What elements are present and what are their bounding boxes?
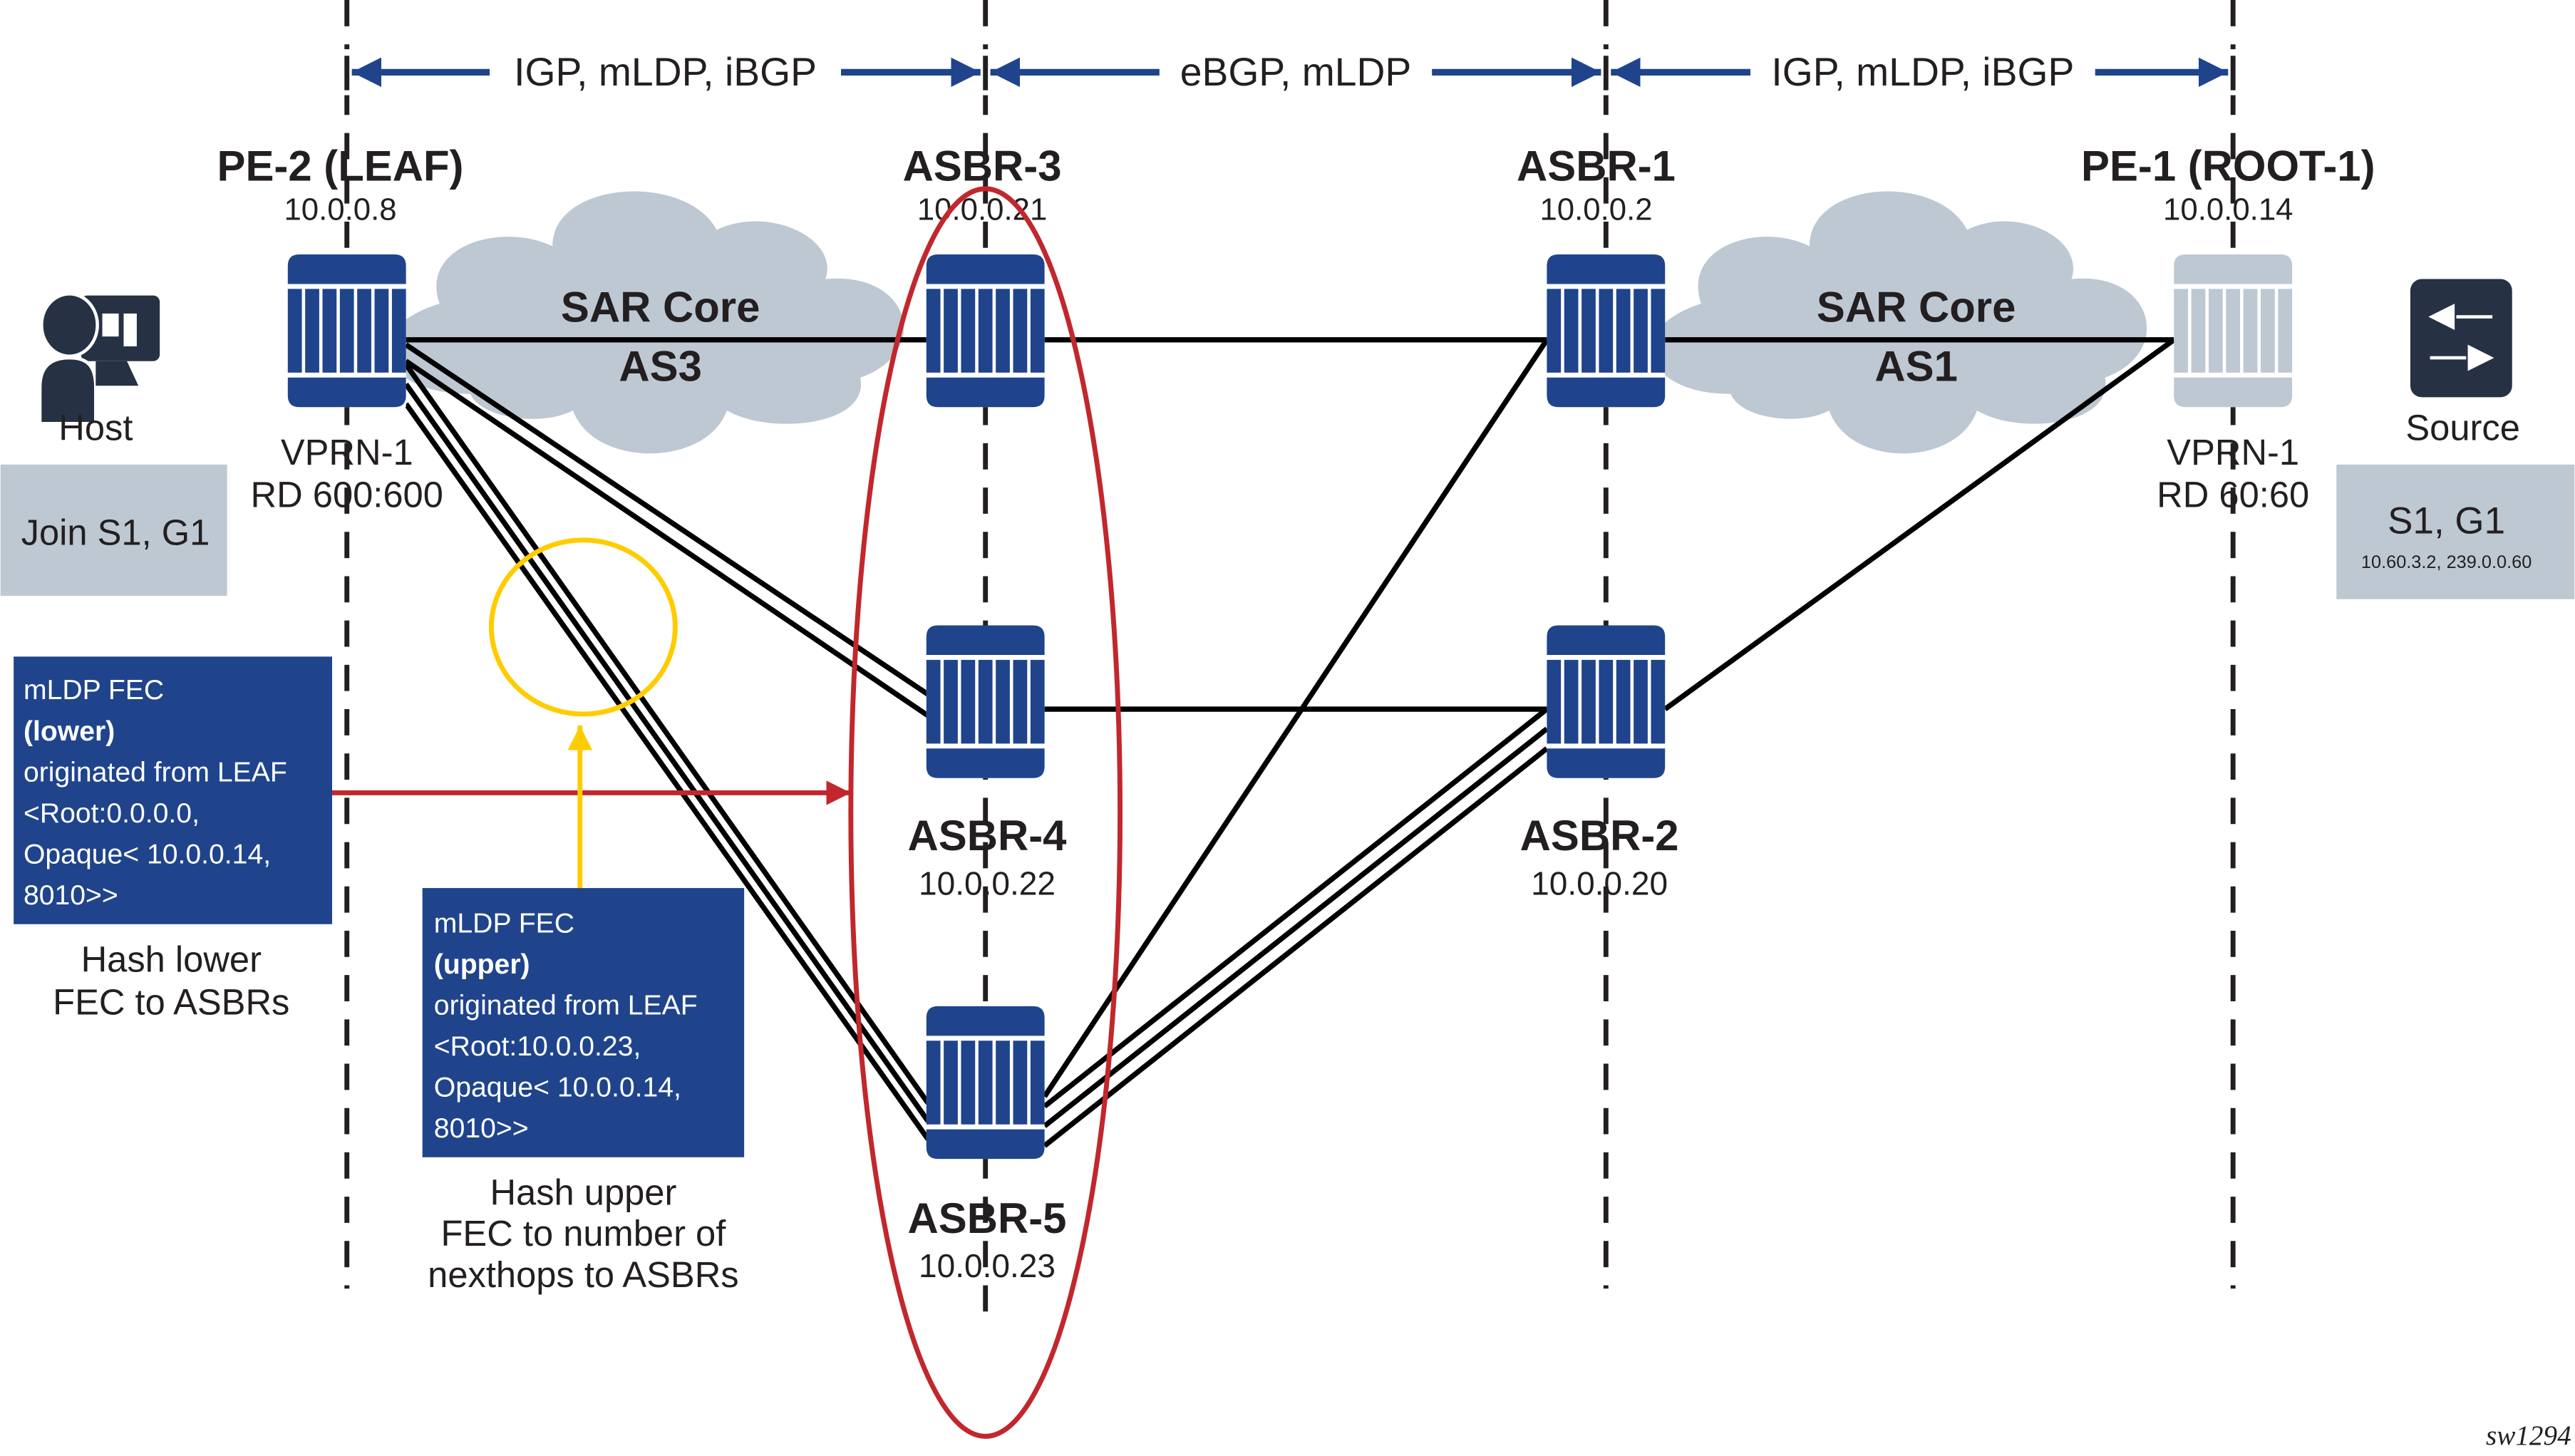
router-icon-asbr1	[1547, 254, 1666, 408]
switch-arrows-icon	[2410, 279, 2512, 398]
fec-lower-caption-1: Hash lower	[81, 939, 262, 980]
fec-upper-line-6: 8010>>	[434, 1113, 529, 1144]
pe2-rd: RD 600:600	[251, 475, 443, 515]
router-icon-asbr2	[1547, 625, 1666, 778]
host-join-box	[0, 464, 227, 597]
fec-upper-line-4: <Root:10.0.0.23,	[434, 1031, 641, 1062]
fec-upper-line-1: mLDP FEC	[434, 908, 574, 939]
fec-lower-box	[14, 656, 332, 924]
asbr-group-highlight	[848, 186, 1123, 1439]
links	[403, 337, 2176, 1148]
fec-upper-line-3: originated from LEAF	[434, 990, 698, 1021]
fec-upper-line-2: (upper)	[434, 949, 530, 980]
host-label: Host	[58, 407, 133, 448]
fec-lower-text: mLDP FEC (lower) originated from LEAF <R…	[24, 675, 287, 911]
source-label: Source	[2405, 407, 2520, 448]
link-pe2-asbr5-b	[403, 382, 931, 1123]
pe1-rd: RD 60:60	[2157, 475, 2309, 515]
fec-lower-caption-2: FEC to ASBRs	[53, 981, 289, 1022]
fec-upper-caption-3: nexthops to ASBRs	[428, 1254, 738, 1295]
router-icon-asbr3	[926, 254, 1045, 408]
fec-lower-line-1: mLDP FEC	[24, 675, 164, 706]
asbr1-name: ASBR-1	[1517, 142, 1676, 190]
fec-upper-caption-2: FEC to number of	[440, 1213, 726, 1254]
fec-upper-text: mLDP FEC (upper) originated from LEAF <R…	[434, 908, 698, 1144]
asbr1-ip: 10.0.0.2	[1539, 192, 1652, 227]
router-icon-pe1	[2174, 254, 2293, 408]
protocol-span-label-3: IGP, mLDP, iBGP	[1771, 50, 2074, 94]
pe1-ip: 10.0.0.14	[2163, 192, 2293, 227]
router-icon-pe2	[287, 254, 406, 408]
protocol-span-label-2: eBGP, mLDP	[1180, 50, 1412, 94]
fec-upper-box	[422, 888, 745, 1157]
asbr4-ip: 10.0.0.22	[919, 864, 1056, 902]
fec-upper-caption-1: Hash upper	[490, 1172, 676, 1213]
router-icon-asbr5	[926, 1006, 1045, 1160]
pe1-vprn: VPRN-1	[2167, 432, 2299, 473]
cloud-as3-as: AS3	[619, 342, 701, 390]
user-computer-icon	[38, 291, 160, 425]
link-pe1-asbr2	[1663, 337, 2176, 711]
pe2-vprn: VPRN-1	[281, 432, 413, 473]
fec-upper-line-5: Opaque< 10.0.0.14,	[434, 1073, 681, 1103]
source-group-title: S1, G1	[2388, 500, 2505, 542]
asbr5-ip: 10.0.0.23	[919, 1247, 1056, 1284]
fec-lower-line-3: originated from LEAF	[24, 757, 287, 788]
asbr5-name: ASBR-5	[908, 1194, 1067, 1242]
link-pe2-asbr4-a	[404, 342, 930, 697]
link-pe2-asbr5-a	[403, 363, 931, 1105]
link-asbr5-asbr2-c	[1043, 746, 1549, 1148]
pe2-name: PE-2 (LEAF)	[217, 142, 464, 190]
link-asbr5-asbr2-b	[1043, 726, 1549, 1128]
source-group-box	[2336, 464, 2575, 599]
cloud-as1-as: AS1	[1874, 342, 1957, 390]
fec-lower-line-5: Opaque< 10.0.0.14,	[24, 840, 271, 870]
link-asbr5-asbr2-a	[1043, 707, 1549, 1109]
link-pe2-asbr5-c	[403, 402, 931, 1141]
fec-lower-line-2: (lower)	[24, 716, 115, 747]
fec-lower-line-4: <Root:0.0.0.0,	[24, 798, 200, 829]
router-icon-asbr4	[926, 625, 1045, 778]
upper-fec-highlight	[488, 537, 678, 717]
asbr2-ip: 10.0.0.20	[1531, 864, 1668, 902]
protocol-spans: IGP, mLDP, iBGP eBGP, mLDP IGP, mLDP, iB…	[0, 49, 2575, 95]
host-join-text: Join S1, G1	[21, 512, 210, 553]
pe1-name: PE-1 (ROOT-1)	[2081, 142, 2375, 190]
fec-lower-line-6: 8010>>	[24, 880, 118, 911]
pe2-ip: 10.0.0.8	[284, 192, 396, 227]
figure-id: sw1294	[2486, 1420, 2571, 1451]
asbr3-name: ASBR-3	[903, 142, 1062, 190]
asbr4-name: ASBR-4	[908, 812, 1067, 859]
routers	[287, 254, 2293, 1160]
link-asbr1-asbr5	[1042, 338, 1549, 1098]
asbr2-name: ASBR-2	[1520, 812, 1679, 859]
source-group-detail: 10.60.3.2, 239.0.0.60	[2361, 552, 2532, 572]
cloud-as1-title: SAR Core	[1817, 283, 2016, 331]
cloud-as3-title: SAR Core	[561, 283, 760, 331]
protocol-span-label-1: IGP, mLDP, iBGP	[514, 50, 817, 94]
link-pe2-asbr4-b	[404, 358, 930, 718]
